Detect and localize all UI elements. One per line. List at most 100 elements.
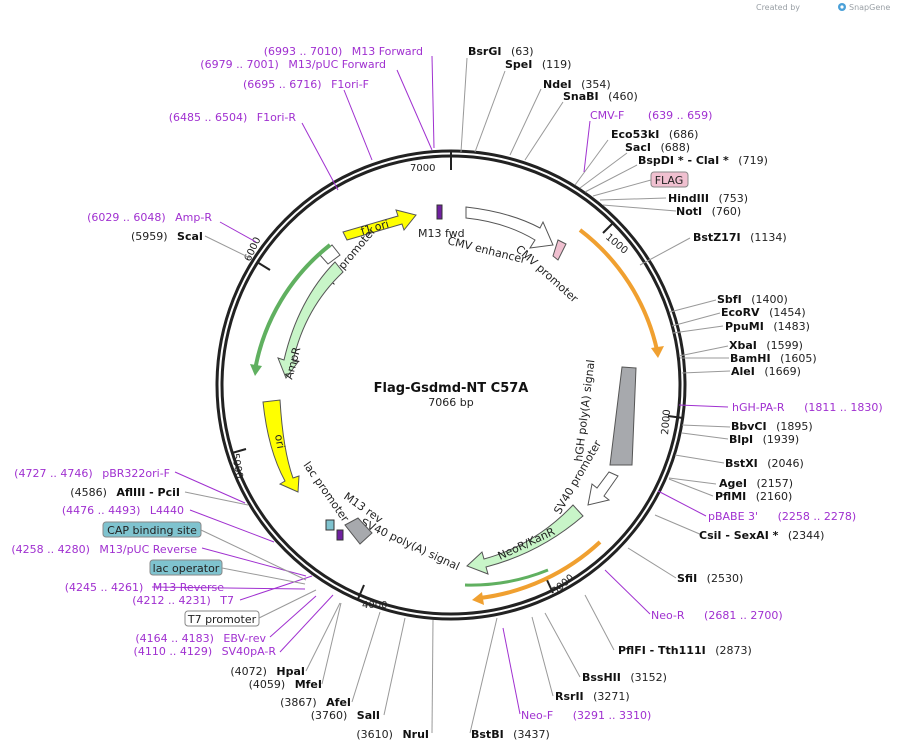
cmv-promoter-arrow[interactable] — [552, 239, 567, 261]
enzyme-name: BstBI — [471, 728, 504, 741]
tick-5000: 5000 — [229, 453, 244, 480]
primer-range: (4727 .. 4746) — [14, 467, 93, 480]
primer-name: T7 — [219, 594, 234, 607]
primer-name: M13/pUC Reverse — [99, 543, 197, 556]
enzyme-name: NruI — [402, 728, 429, 741]
svg-text:SpeI (119): SpeI (119) — [505, 58, 571, 71]
enzyme-pos: (119) — [542, 58, 572, 71]
ampr-arrow[interactable] — [277, 261, 344, 380]
enzyme-name: ScaI — [177, 230, 203, 243]
primer-labels: (6993 .. 7010) M13 Forward (6979 .. 7001… — [11, 45, 882, 722]
enzyme-pos: (1483) — [773, 320, 810, 333]
enzyme-name: BsrGI — [468, 45, 501, 58]
sv40-promoter-arrow[interactable] — [587, 471, 619, 506]
svg-text:CsiI - SexAI * (2344): CsiI - SexAI * (2344) — [699, 529, 824, 542]
svg-text:CMV-F (639 .. 659): CMV-F (639 .. 659) — [590, 109, 712, 122]
enzyme-name: HpaI — [276, 665, 305, 678]
enzyme-name: CsiI - SexAI * — [699, 529, 779, 542]
svg-text:AleI (1669): AleI (1669) — [731, 365, 801, 378]
primer-name: Neo-R — [651, 609, 685, 622]
lac-promoter-label: lac promoter — [301, 459, 352, 525]
enzyme-name: AgeI — [719, 477, 747, 490]
svg-text:EcoRV (1454): EcoRV (1454) — [721, 306, 806, 319]
lac-operator-marker[interactable] — [325, 519, 335, 531]
enzyme-pos: (753) — [718, 192, 748, 205]
f1-ori-arrow[interactable] — [342, 209, 417, 241]
svg-text:SbfI (1400): SbfI (1400) — [717, 293, 788, 306]
svg-text:(6979 .. 7001) M13/pUC Forward: (6979 .. 7001) M13/pUC Forward — [200, 58, 386, 71]
primer-range: (4245 .. 4261) — [65, 581, 144, 594]
enzyme-pos: (1454) — [769, 306, 806, 319]
cmv-enhancer-arrow[interactable] — [465, 206, 554, 249]
orf-orange-arrowhead-2 — [472, 592, 484, 605]
enzyme-name: SfiI — [677, 572, 697, 585]
m13-rev-marker[interactable] — [336, 529, 344, 541]
svg-text:BsrGI (63): BsrGI (63) — [468, 45, 534, 58]
neo-kanr-label: NeoR/KanR — [496, 525, 558, 563]
enzyme-pos: (3437) — [513, 728, 550, 741]
primer-name: M13 Reverse — [153, 581, 224, 594]
leader-lines — [184, 57, 731, 734]
svg-text:(4586) AflIII - PciI: (4586) AflIII - PciI — [70, 486, 180, 499]
enzyme-name: AflIII - PciI — [116, 486, 180, 499]
enzyme-pos: (1134) — [750, 231, 787, 244]
svg-text:PflFI - Tth111I (2873): PflFI - Tth111I (2873) — [618, 644, 752, 657]
enzyme-pos: (4586) — [70, 486, 107, 499]
t7-promoter-box[interactable] — [184, 610, 260, 627]
svg-text:NotI (760): NotI (760) — [676, 205, 741, 218]
credit-brand: SnapGene — [849, 3, 890, 12]
enzyme-name: RsrII — [555, 690, 584, 703]
enzyme-name: BbvCI — [731, 420, 767, 433]
svg-text:(3867) AfeI: (3867) AfeI — [280, 696, 351, 709]
enzyme-pos: (1895) — [776, 420, 813, 433]
svg-text:(4258 .. 4280) M13/pUC Reverse: (4258 .. 4280) M13/pUC Reverse — [11, 543, 197, 556]
m13-fwd-marker[interactable] — [436, 204, 443, 220]
cmv-promoter-label: CMV promoter — [513, 243, 581, 306]
cap-binding-site-box[interactable] — [102, 521, 202, 538]
svg-text:hGH-PA-R (1811 .. 1830): hGH-PA-R (1811 .. 1830) — [732, 401, 883, 414]
tick-7000: 7000 — [410, 163, 435, 174]
enzyme-pos: (3610) — [356, 728, 393, 741]
svg-text:(5959) ScaI: (5959) ScaI — [131, 230, 203, 243]
lac-operator-box[interactable] — [149, 559, 223, 576]
primer-range: (6979 .. 7001) — [200, 58, 279, 71]
svg-text:NdeI (354): NdeI (354) — [543, 78, 611, 91]
orf-orange-1 — [578, 228, 659, 351]
svg-text:SfiI (2530): SfiI (2530) — [677, 572, 743, 585]
svg-text:HindIII (753): HindIII (753) — [668, 192, 748, 205]
svg-text:BstZ17I (1134): BstZ17I (1134) — [693, 231, 787, 244]
primer-range: (639 .. 659) — [648, 109, 713, 122]
svg-text:PpuMI (1483): PpuMI (1483) — [725, 320, 810, 333]
flag-box[interactable] — [650, 171, 689, 188]
hgh-polya-bar[interactable] — [609, 366, 637, 466]
enzyme-pos: (1669) — [764, 365, 801, 378]
primer-name: F1ori-F — [331, 78, 369, 91]
m13-fwd-label: M13 fwd — [418, 227, 465, 240]
enzyme-pos: (2157) — [756, 477, 793, 490]
neo-kanr-arrow[interactable] — [466, 504, 584, 575]
enzyme-name: SacI — [625, 141, 651, 154]
sv40-polya-bar[interactable] — [344, 517, 373, 545]
svg-text:pBABE 3' (2258 .. 2278): pBABE 3' (2258 .. 2278) — [708, 510, 856, 523]
svg-text:XbaI (1599): XbaI (1599) — [729, 339, 803, 352]
lac-operator-label: lac operator — [153, 562, 220, 575]
svg-text:(6695 .. 6716) F1ori-F: (6695 .. 6716) F1ori-F — [243, 78, 369, 91]
svg-text:(6029 .. 6048) Amp-R: (6029 .. 6048) Amp-R — [87, 211, 212, 224]
svg-text:Neo-F (3291 .. 3310): Neo-F (3291 .. 3310) — [521, 709, 651, 722]
svg-text:(3760) SalI: (3760) SalI — [311, 709, 380, 722]
feature-boxes: FLAG CAP binding site lac operator T7 pr… — [102, 171, 689, 627]
ori-arrow[interactable] — [262, 399, 300, 493]
primer-range: (4110 .. 4129) — [134, 645, 213, 658]
svg-text:Eco53kI (686): Eco53kI (686) — [611, 128, 698, 141]
enzyme-pos: (2160) — [756, 490, 793, 503]
primer-name: EBV-rev — [223, 632, 266, 645]
primer-range: (4258 .. 4280) — [11, 543, 90, 556]
primer-range: (2681 .. 2700) — [704, 609, 783, 622]
enzyme-pos: (688) — [660, 141, 690, 154]
enzyme-name: SpeI — [505, 58, 532, 71]
enzyme-name: SnaBI — [563, 90, 599, 103]
enzyme-name: PflFI - Tth111I — [618, 644, 706, 657]
primer-range: (4212 .. 4231) — [132, 594, 211, 607]
enzyme-name: PpuMI — [725, 320, 764, 333]
enzyme-name: AfeI — [326, 696, 351, 709]
